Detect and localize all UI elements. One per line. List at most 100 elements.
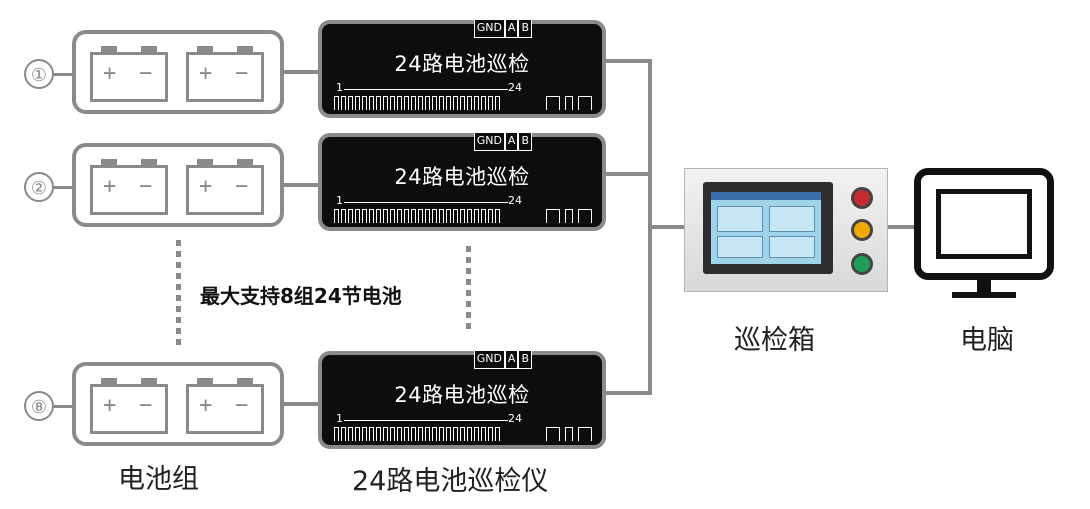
terminal-pin (397, 209, 402, 223)
inspector-title: 24路电池巡检 (394, 52, 530, 76)
terminal-pin (474, 96, 479, 110)
cabinet-label: 巡检箱 (734, 325, 815, 356)
terminal-pin (383, 209, 388, 223)
terminal-pin (404, 209, 409, 223)
terminal-pin (411, 209, 416, 223)
terminal-pin (404, 427, 409, 441)
terminal-pin (495, 427, 500, 441)
terminal-pin (432, 96, 437, 110)
terminal-pin (411, 96, 416, 110)
battery-icon: +− (186, 159, 264, 215)
terminal-pin (467, 427, 472, 441)
battery-icon: +− (186, 46, 264, 102)
battery-group-1: +− +− (72, 30, 284, 114)
terminal-pin (474, 209, 479, 223)
terminal-pin (439, 96, 444, 110)
terminal-pin (418, 427, 423, 441)
terminal-pin (355, 209, 360, 223)
battery-icon: +− (90, 159, 168, 215)
terminal-pin (376, 427, 381, 441)
terminal-pin (369, 96, 374, 110)
terminal-pin (460, 96, 465, 110)
terminal-pin (383, 96, 388, 110)
terminal-pin (390, 427, 395, 441)
hmi-screen (703, 182, 833, 274)
battery-icon: +− (90, 378, 168, 434)
terminal-pin (362, 209, 367, 223)
terminal-pin (467, 209, 472, 223)
terminal-pin (397, 96, 402, 110)
computer-monitor-icon (914, 168, 1054, 280)
comm-ports (546, 427, 597, 441)
battery-group-8: +− +− (72, 362, 284, 446)
terminal-pin (362, 427, 367, 441)
terminal-pin (488, 96, 493, 110)
terminal-pin (355, 96, 360, 110)
terminal-pin (495, 96, 500, 110)
red-button-icon (851, 187, 873, 209)
terminal-pin (362, 96, 367, 110)
yellow-button-icon (851, 219, 873, 241)
terminal-pin (453, 209, 458, 223)
terminal-pin (460, 209, 465, 223)
terminal-pin (418, 96, 423, 110)
continuation-dots-left (176, 240, 181, 350)
battery-icon: +− (90, 46, 168, 102)
terminal-pin (341, 209, 346, 223)
terminal-pin (481, 96, 486, 110)
terminal-pin (418, 209, 423, 223)
continuation-dots-right (466, 246, 471, 334)
terminal-pin (488, 427, 493, 441)
terminal-pin (439, 427, 444, 441)
terminal-pin (446, 96, 451, 110)
row-number-2: ② (24, 172, 54, 202)
terminal-pin (355, 427, 360, 441)
terminal-pin (453, 427, 458, 441)
terminal-pin (439, 209, 444, 223)
terminal-pin (467, 96, 472, 110)
battery-icon: +− (186, 378, 264, 434)
battery-group-2: +− +− (72, 143, 284, 227)
capacity-note: 最大支持8组24节电池 (200, 284, 402, 308)
terminal-pin (432, 427, 437, 441)
terminal-pin (481, 209, 486, 223)
inspector-title: 24路电池巡检 (394, 383, 530, 407)
battery-group-label: 电池组 (118, 464, 199, 495)
terminal-pin (488, 209, 493, 223)
terminal-pin (334, 96, 339, 110)
terminal-pin (404, 96, 409, 110)
terminal-pin (432, 209, 437, 223)
terminal-pin (334, 209, 339, 223)
terminal-pin (390, 96, 395, 110)
terminal-pin (474, 427, 479, 441)
comm-ports (546, 96, 597, 110)
terminal-pin (376, 209, 381, 223)
terminal-pin (446, 209, 451, 223)
terminal-pin (390, 209, 395, 223)
terminal-pin (425, 427, 430, 441)
terminal-pin (460, 427, 465, 441)
terminal-pins (334, 96, 502, 110)
terminal-pin (397, 427, 402, 441)
terminal-pin (348, 427, 353, 441)
terminal-pin (453, 96, 458, 110)
touch-screen-cabinet-icon (684, 168, 888, 292)
inspector-device-label: 24路电池巡检仪 (352, 466, 549, 497)
inspector-title: 24路电池巡检 (394, 165, 530, 189)
terminal-pin (348, 209, 353, 223)
comm-ports (546, 209, 597, 223)
terminal-pin (341, 96, 346, 110)
terminal-pin (369, 209, 374, 223)
terminal-pin (341, 427, 346, 441)
terminal-pin (446, 427, 451, 441)
computer-label: 电脑 (960, 325, 1014, 356)
row-number-1: ① (24, 59, 54, 89)
terminal-pin (334, 427, 339, 441)
terminal-pin (348, 96, 353, 110)
